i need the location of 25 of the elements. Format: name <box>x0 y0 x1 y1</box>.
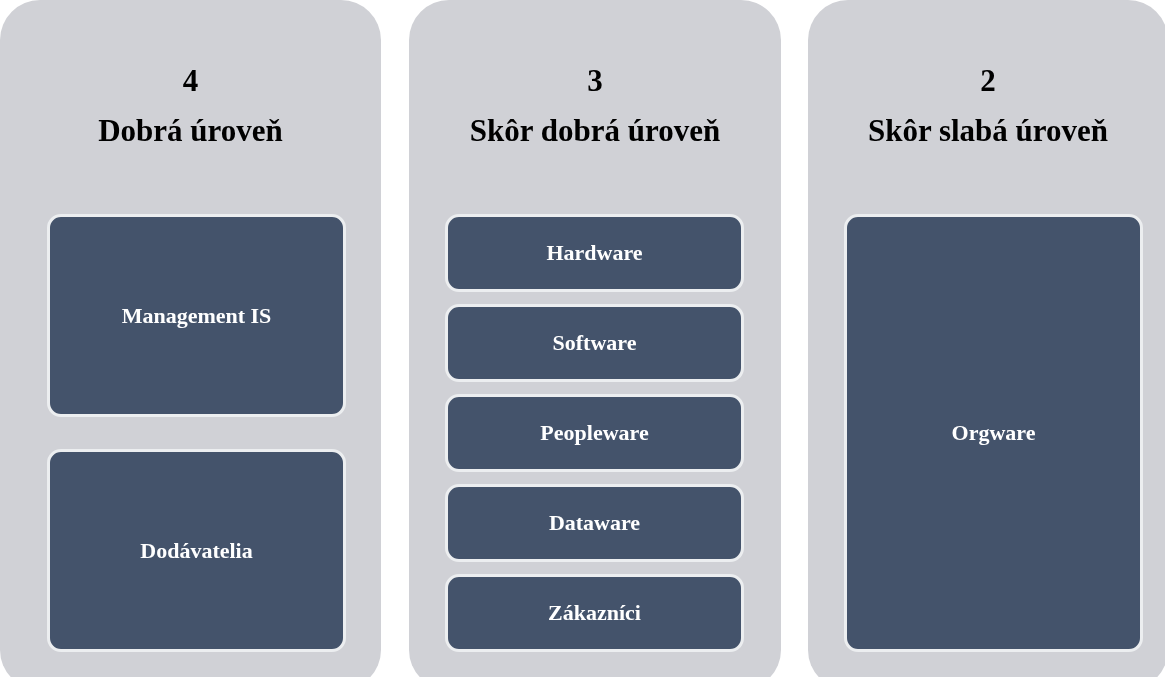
category-panel <box>409 0 781 677</box>
item-label: Dataware <box>548 510 641 536</box>
item-label: Management IS <box>121 302 272 329</box>
category-panel <box>0 0 381 677</box>
item-box <box>844 214 1143 652</box>
category-panel <box>808 0 1165 677</box>
item-box <box>445 574 744 652</box>
item-label: Dodávatelia <box>140 537 253 564</box>
item-label: Hardware <box>546 240 643 266</box>
item-box <box>445 484 744 562</box>
panel-heading: Skôr dobrá úroveň <box>468 112 722 150</box>
level-number: 2 <box>979 62 997 100</box>
level-number: 3 <box>586 62 604 100</box>
item-box <box>47 214 346 417</box>
item-label: Peopleware <box>540 420 649 446</box>
item-box <box>445 394 744 472</box>
panel-heading: Dobrá úroveň <box>97 112 284 150</box>
level-number: 4 <box>181 62 200 100</box>
item-label: Orgware <box>951 420 1036 446</box>
panel-heading: Skôr slabá úroveň <box>866 112 1109 150</box>
item-label: Software <box>552 330 637 356</box>
item-box <box>445 214 744 292</box>
item-box <box>47 449 346 652</box>
item-label: Zákazníci <box>548 600 641 626</box>
item-box <box>445 304 744 382</box>
